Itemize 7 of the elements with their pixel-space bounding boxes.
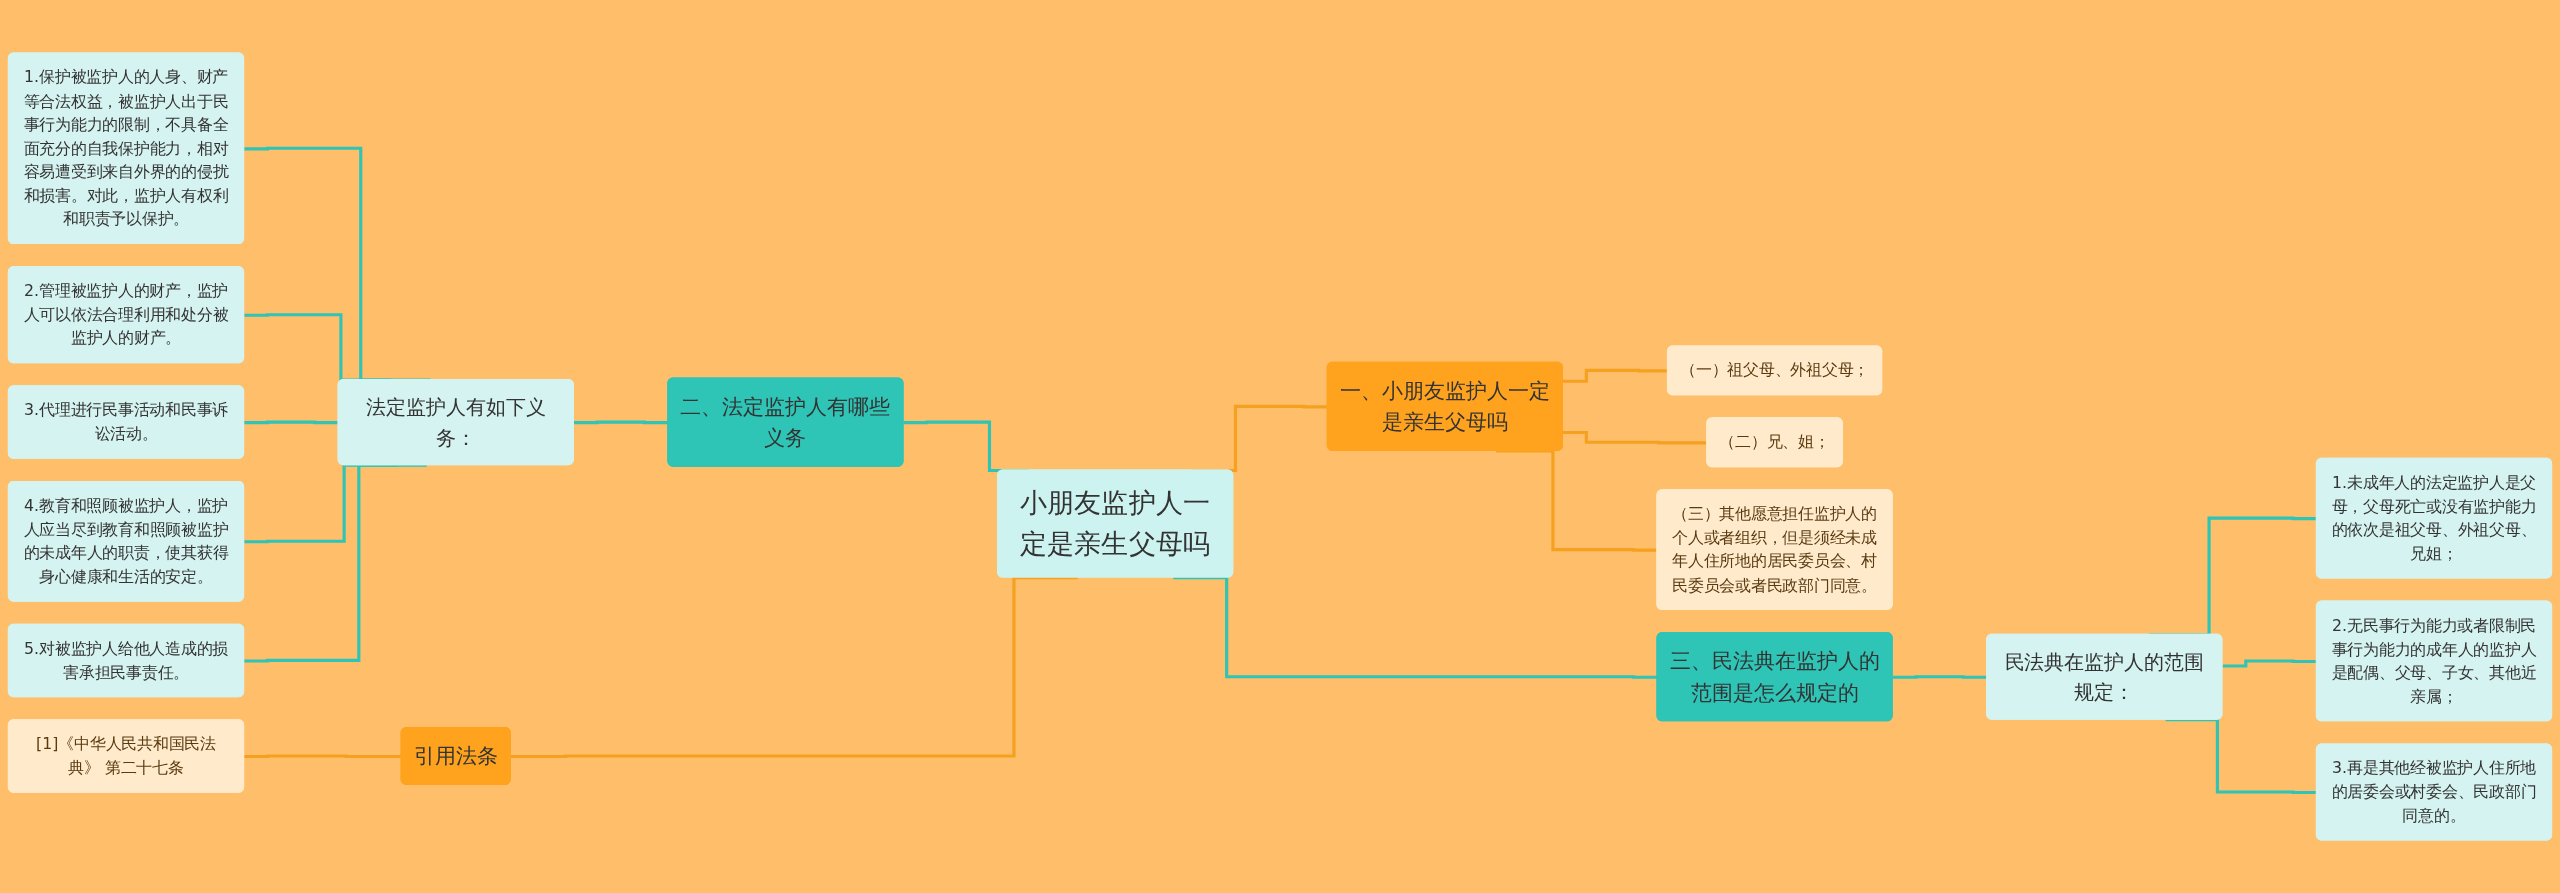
connector [2222,659,2317,668]
connector [244,754,402,759]
connector [2165,718,2317,795]
connector [510,576,1078,759]
connector [1563,368,1668,383]
connector [244,420,339,425]
connector [244,463,427,663]
